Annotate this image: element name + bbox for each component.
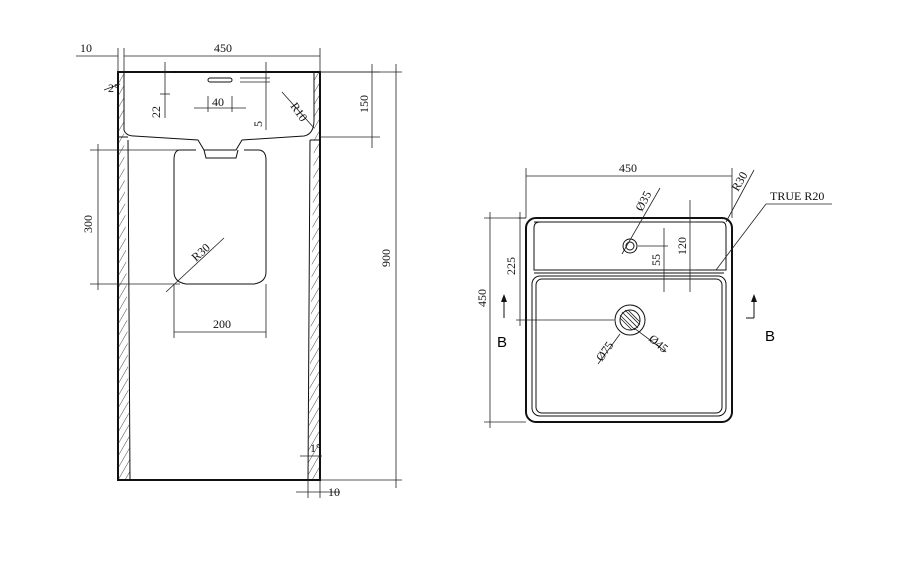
- left-wall-section: [118, 72, 130, 480]
- dim-cabinet-width: 200: [213, 317, 231, 331]
- dim-drain-inner: Ø45: [646, 332, 671, 356]
- dim-cabinet-radius: R30: [189, 240, 213, 264]
- note-true-radius: TRUE R20: [770, 189, 824, 203]
- dim-basin-height: 150: [357, 95, 371, 113]
- basin-deck: [533, 221, 727, 271]
- pedestal-outline: [117, 71, 321, 481]
- dim-wall-top: 10: [80, 41, 92, 55]
- basin-inner-profile: [123, 72, 315, 151]
- basin-bowl: [531, 275, 727, 417]
- overflow-slot: [207, 77, 233, 83]
- dim-rim-depth: 22: [149, 106, 163, 118]
- dim-tap-offset: 55: [649, 254, 663, 266]
- dim-depth-top: 450: [475, 289, 489, 307]
- dim-deck-depth: 120: [675, 237, 689, 255]
- right-wall-section: [308, 72, 320, 480]
- section-label-left: B: [497, 334, 507, 351]
- dim-draft-bottom: 1°: [310, 441, 321, 455]
- top-view: 450 R30 TRUE R20 Ø35 120 55 225 450 Ø75: [475, 161, 832, 428]
- section-marker-left: B: [497, 294, 507, 351]
- cabinet-opening: [173, 149, 267, 285]
- section-marker-right: B: [746, 294, 775, 345]
- dim-drain-offset: 225: [504, 257, 518, 275]
- front-view: 10 450 2° 22 40 5 R10 150 900: [76, 41, 402, 499]
- section-label-right: B: [765, 328, 775, 345]
- dim-width-top: 450: [619, 161, 637, 175]
- dim-width-front: 450: [214, 41, 232, 55]
- dim-overflow-offset: 5: [251, 121, 265, 127]
- dim-total-height: 900: [379, 249, 393, 267]
- dim-tap-hole: Ø35: [632, 189, 654, 214]
- drain-inner: [619, 309, 641, 331]
- inner-wall-right: [307, 139, 311, 481]
- drain-outer: [614, 304, 646, 336]
- dim-overflow-width: 40: [212, 95, 224, 109]
- dim-cabinet-height: 300: [81, 215, 95, 233]
- dim-drain-outer: Ø75: [593, 339, 616, 364]
- dim-wall-bottom: 10: [328, 485, 340, 499]
- inner-wall-left: [127, 139, 131, 481]
- dim-draft-top: 2°: [108, 81, 119, 95]
- tap-hole: [622, 238, 638, 254]
